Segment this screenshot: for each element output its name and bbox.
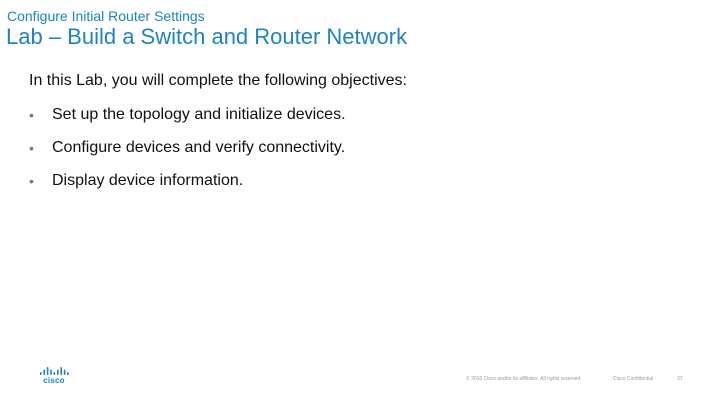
page-number: 37 — [677, 376, 683, 382]
objective-text: Configure devices and verify connectivit… — [52, 139, 346, 156]
bullet-icon: • — [29, 107, 34, 123]
bullet-icon: • — [29, 173, 34, 189]
cisco-logo-icon: cisco — [39, 367, 69, 387]
slide-subtitle: Configure Initial Router Settings — [7, 8, 205, 24]
cisco-bars-icon — [40, 367, 69, 375]
footer-copyright: © 2016 Cisco and/or its affiliates. All … — [466, 376, 582, 382]
objective-text: Display device information. — [52, 172, 244, 189]
footer-confidential: Cisco Confidential — [613, 376, 654, 382]
bullet-icon: • — [29, 140, 34, 156]
slide-title: Lab – Build a Switch and Router Network — [6, 24, 408, 49]
objective-text: Set up the topology and initialize devic… — [52, 106, 346, 123]
objectives-intro: In this Lab, you will complete the follo… — [29, 72, 407, 89]
cisco-logo-text: cisco — [43, 376, 65, 385]
